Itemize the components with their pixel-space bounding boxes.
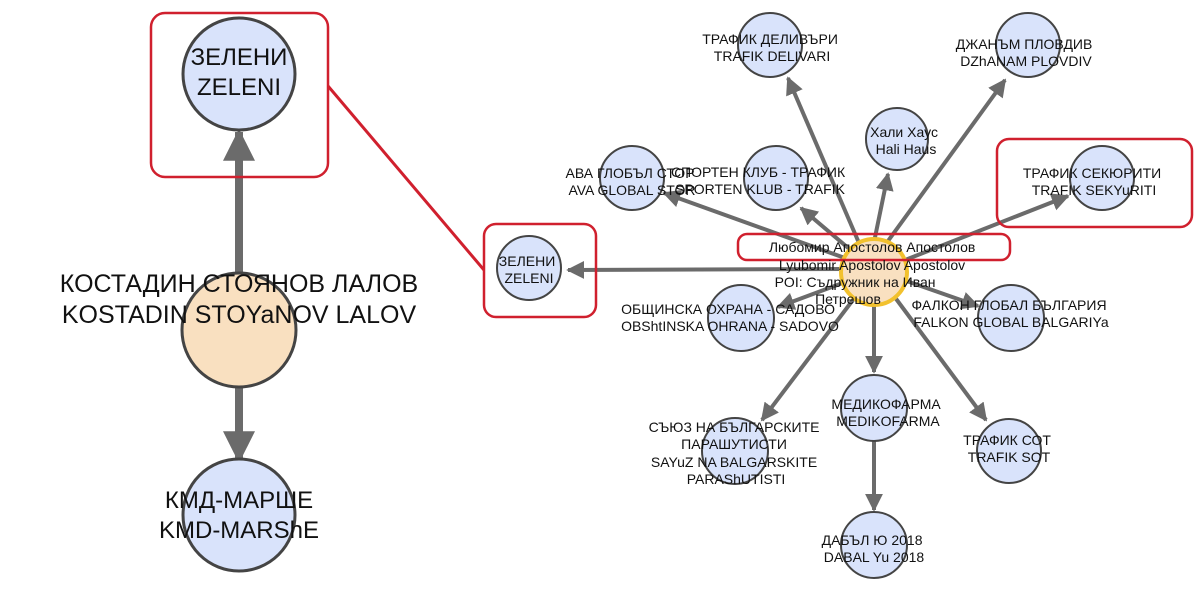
label-ava-global: АВА ГЛОБЪЛ СТОР AVA GLOBAL STOR xyxy=(566,165,699,198)
node-kmd-marshe[interactable] xyxy=(181,457,297,573)
edge-to-trafik-sot xyxy=(886,286,988,422)
edge-to-trafik-delivari xyxy=(786,76,864,251)
node-trafik-delivari[interactable] xyxy=(737,12,803,78)
node-dabal[interactable] xyxy=(840,511,908,579)
label-lyubomir-center: Любомир Апостолов Апостолов Lyubomir Apo… xyxy=(769,239,979,307)
left-panel: ЗЕЛЕНИ ZELENI КОСТАДИН СТОЯНОВ ЛАЛОВ KOS… xyxy=(60,11,418,573)
edge-to-ava-global xyxy=(662,190,857,264)
node-trafik-sot[interactable] xyxy=(976,418,1042,484)
highlight-box-lyubomir xyxy=(736,232,1012,262)
label-sayuz: СЪЮЗ НА БЪЛГАРСКИТЕ ПАРАШУТИСТИ SAYuZ NA… xyxy=(649,419,824,487)
node-ava-global[interactable] xyxy=(599,145,665,211)
node-sporten-klub[interactable] xyxy=(743,145,809,211)
label-obshtinska: ОБЩИНСКА ОХРАНА - САДОВО OBShtINSKA OHRA… xyxy=(621,301,839,334)
edge-to-zeleni-small xyxy=(566,260,846,279)
edge-to-dzhanam xyxy=(878,78,1007,254)
edge-to-trafik-sekyuriti xyxy=(899,193,1070,264)
node-medikofarma[interactable] xyxy=(840,374,908,442)
node-kmd-marshe-label-bg: КМД-МАРШЕ xyxy=(165,487,313,514)
label-sporten-klub: СПОРТЕН КЛУБ - ТРАФИК SPORTEN KLUB - TRA… xyxy=(671,164,849,197)
label-hali-haus: Хали Хаус Hali Haus xyxy=(870,124,942,157)
node-zeleni-small[interactable] xyxy=(496,235,562,301)
highlight-box-trafik-sekyuriti xyxy=(995,137,1194,229)
node-sayuz[interactable] xyxy=(701,417,769,485)
label-trafik-delivari: ТРАФИК ДЕЛИВЪРИ TRAFIK DELIVARI xyxy=(702,31,842,64)
node-kmd-marshe-label-latin: KMD-MARShE xyxy=(159,517,319,544)
label-dzhanam: ДЖАНЪМ ПЛОВДИВ DZhANAM PLOVDIV xyxy=(956,36,1096,69)
right-panel: ТРАФИК ДЕЛИВЪРИ TRAFIK DELIVARI ДЖАНЪМ П… xyxy=(482,12,1194,579)
node-zeleni-large-label-bg: ЗЕЛЕНИ xyxy=(191,44,288,71)
node-kostadin-lalov-label-latin: KOSTADIN STOYaNOV LALOV xyxy=(62,301,417,329)
label-medikofarma: МЕДИКОФАРМА MEDIKOFARMA xyxy=(831,396,944,429)
node-dzhanam[interactable] xyxy=(995,12,1061,78)
node-obshtinska[interactable] xyxy=(707,284,775,352)
label-trafik-sot: ТРАФИК СОТ TRAFIK SOT xyxy=(963,432,1055,465)
highlight-box-right-zeleni xyxy=(482,222,598,319)
edge-to-sayuz xyxy=(760,286,864,422)
label-falkon: ФАЛКОН ГЛОБАЛ БЪЛГАРИЯ FALKON GLOBAL BAL… xyxy=(912,297,1111,330)
node-zeleni-large[interactable] xyxy=(181,16,297,132)
node-hali-haus[interactable] xyxy=(865,107,929,171)
label-trafik-sekyuriti: ТРАФИК СЕКЮРИТИ TRAFIK SEKYuRITI xyxy=(1023,165,1165,198)
node-lyubomir-center[interactable] xyxy=(839,237,909,307)
highlight-box-left-zeleni xyxy=(149,11,330,179)
node-zeleni-large-label-latin: ZELENI xyxy=(197,74,281,101)
label-zeleni-small: ЗЕЛЕНИ ZELENI xyxy=(499,253,559,286)
highlight-connector xyxy=(326,85,486,271)
label-dabal: ДАБЪЛ Ю 2018 DABAL Yu 2018 xyxy=(822,532,927,565)
node-falkon[interactable] xyxy=(977,284,1045,352)
node-kostadin-lalov-label-bg: КОСТАДИН СТОЯНОВ ЛАЛОВ xyxy=(60,270,418,298)
edge-to-falkon xyxy=(897,276,980,310)
node-trafik-sekyuriti[interactable] xyxy=(1069,145,1135,211)
node-kostadin-lalov-center[interactable] xyxy=(180,271,298,389)
